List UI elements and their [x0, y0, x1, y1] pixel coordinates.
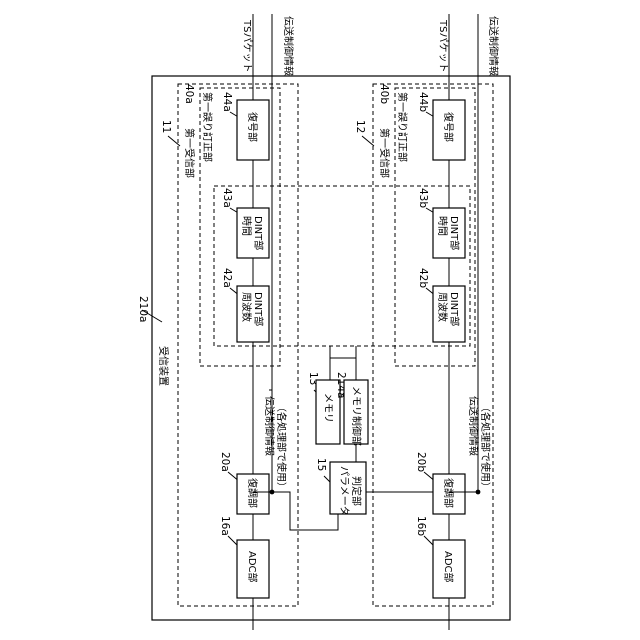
demod-2-to-param: [356, 492, 433, 514]
ctrl-out-1-label: 伝送制御情報: [282, 16, 295, 76]
adc-2-label: ADC部: [442, 551, 455, 583]
ts-out-1-label: TSパケット: [241, 19, 253, 72]
adc-1-ref: 16a: [219, 516, 231, 536]
adc-2-ref: 16b: [415, 516, 427, 536]
ecc-2-name: 第一誤り訂正部: [396, 92, 409, 162]
demod-1-label: 復調部: [246, 478, 259, 508]
receiver-2-ref-leader: [362, 136, 374, 146]
demod-2-label: 復調部: [442, 478, 455, 508]
time-dint-2-ref: 43b: [417, 188, 429, 208]
decoder-2-label: 復号部: [442, 112, 455, 142]
decoder-unit-1-ref: 40a: [183, 84, 195, 104]
time-dint-2-line2: DINT部: [448, 216, 461, 250]
receiver-1: 11 40a 第一受信部 第一誤り訂正部 16a ADC部 20a 復調部 42…: [160, 14, 338, 630]
demod-1-ref: 20a: [219, 452, 231, 472]
ecc-1-name: 第一誤り訂正部: [201, 92, 214, 162]
memory-ctrl-label: メモリ制御部: [350, 386, 363, 446]
decoder-2-ref: 44b: [417, 92, 429, 112]
demod-2-ref: 20b: [415, 452, 427, 472]
device-name: 受信装置: [157, 346, 170, 386]
freq-dint-2-line1: 周波数: [436, 292, 449, 322]
memory-label: メモリ: [322, 393, 333, 423]
receiver-2: 12 40b 第一受信部 第一誤り訂正部 16b ADC部 20b 復調部 42…: [354, 14, 500, 630]
decoder-unit-1-name: 第一受信部: [183, 128, 196, 178]
decoder-unit-2-ref: 40b: [378, 84, 390, 104]
device-ref: 210a: [137, 296, 149, 322]
decoder-1-label: 復号部: [246, 112, 259, 142]
param-ref: 15: [315, 458, 327, 471]
tx-info-2: 伝送制御情報: [467, 396, 480, 456]
shared-blocks: 13 メモリ 214a メモリ制御部 15 パラメータ 判定部: [307, 346, 368, 516]
freq-dint-2-ref: 42b: [417, 268, 429, 288]
demod-1-to-param: [272, 492, 338, 530]
freq-dint-2-line2: DINT部: [448, 292, 461, 326]
ctrl-out-2-label: 伝送制御情報: [487, 16, 500, 76]
junction-dot-2: [476, 490, 481, 495]
decoder-1-ref: 44a: [221, 92, 233, 112]
ts-out-2-label: TSパケット: [437, 19, 449, 72]
freq-dint-1-line2: DINT部: [252, 292, 265, 326]
time-dint-1-line2: DINT部: [252, 216, 265, 250]
freq-dint-1-ref: 42a: [221, 268, 233, 288]
receiver-1-ref: 11: [160, 120, 172, 133]
tx-info-note-1: （各処理部で使用）: [275, 402, 288, 492]
freq-dint-1-line1: 周波数: [240, 292, 253, 322]
time-dint-1-ref: 43a: [221, 188, 233, 208]
param-line2: 判定部: [350, 476, 363, 506]
decoder-unit-2-name: 第一受信部: [378, 128, 391, 178]
junction-dot-1: [270, 490, 275, 495]
time-dint-2-line1: 時間: [436, 216, 448, 236]
receiver-2-ref: 12: [354, 120, 366, 133]
tx-info-note-2: （各処理部で使用）: [479, 402, 492, 492]
adc-1-label: ADC部: [246, 551, 259, 583]
time-dint-1-line1: 時間: [240, 216, 252, 236]
param-line1: パラメータ: [338, 466, 350, 516]
tx-info-1: 伝送制御情報: [263, 396, 276, 456]
